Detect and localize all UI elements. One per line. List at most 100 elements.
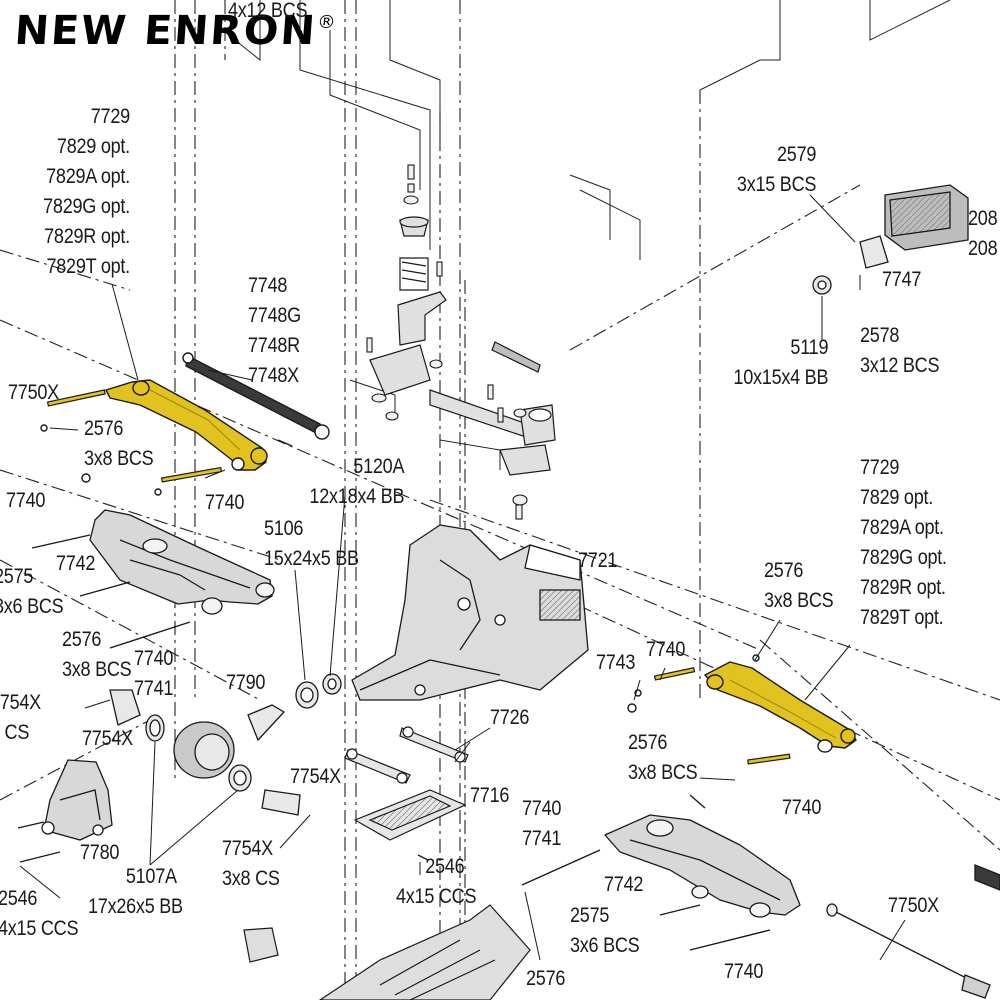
part-number: 7754X: [82, 727, 133, 750]
braces-and-plate: [344, 726, 469, 841]
toe-link-7748: [182, 352, 330, 447]
callout-brace-7726: 7726: [490, 703, 529, 733]
part-number: 5106: [264, 517, 304, 540]
part-option: 7829T opt.: [860, 606, 944, 629]
part-number: 7729: [860, 456, 900, 479]
callout-screw-2579: 2579 3x15 BCS: [737, 140, 817, 200]
part-number: 2576: [84, 417, 124, 440]
callout-screw-2575-right: 2575 3x6 BCS: [570, 901, 640, 961]
part-option: 7829 opt.: [56, 135, 130, 158]
callout-bearing-5107a: 5107A 17x26x5 BB: [88, 862, 183, 922]
part-number: 7754X: [222, 837, 273, 860]
part-spec: 4x15 CCS: [396, 885, 477, 908]
callout-pin-7740-b: 7740: [205, 488, 244, 518]
part-number: 7740: [646, 638, 686, 661]
part-number: 5107A: [125, 865, 177, 888]
part-number: 7742: [604, 873, 644, 896]
callout-screw-2575-left: 2575 3x6 BCS: [0, 562, 64, 622]
callout-axle-7750x-right: 7750X: [888, 891, 939, 921]
part-number: 2576: [526, 967, 566, 990]
part-number: 2575: [570, 904, 610, 927]
part-spec: 3x8 CS: [222, 867, 280, 890]
part-spec: 3x6 BCS: [0, 595, 64, 618]
part-spec: 3x12 BCS: [860, 354, 940, 377]
part-option: 7829G opt.: [43, 195, 130, 218]
callout-screw-2546-mid: 2546 4x15 CCS: [396, 852, 477, 912]
callout-part-7747: 7747: [882, 265, 921, 295]
callout-housing-7780: 7780: [80, 838, 119, 868]
part-number: 2576: [628, 731, 668, 754]
part-option: 7829R opt.: [44, 225, 130, 248]
callout-part-7754x-d: 7754X 3x8 CS: [222, 834, 280, 894]
part-number: 2579: [776, 143, 816, 166]
part-number: 7740: [782, 796, 822, 819]
callout-part-7716: 7716: [470, 781, 509, 811]
steering-assembly: [369, 216, 556, 476]
part-number: 7741: [134, 677, 174, 700]
label-text: 4x12 BCS: [228, 0, 308, 22]
part-number: 7721: [578, 549, 618, 572]
part-number: 208: [968, 237, 998, 260]
callout-link-7748: 7748 7748G 7748R 7748X: [248, 271, 301, 391]
part-spec: 8 CS: [0, 721, 30, 744]
callout-part-7754x-a: 7754X 8 CS: [0, 688, 41, 748]
part-number: 7754X: [0, 691, 41, 714]
small-fasteners: [366, 164, 528, 520]
part-number: 7740: [724, 960, 764, 983]
part-option: 7829 opt.: [860, 486, 934, 509]
axle-7750x-right: [826, 864, 1000, 999]
part-option: 7829R opt.: [860, 576, 946, 599]
part-number: 7750X: [8, 381, 59, 404]
part-number: 2576: [62, 628, 102, 651]
part-number: 7748: [248, 274, 288, 297]
part-variant: 7748G: [248, 304, 301, 327]
gearbox-housing-7780: [41, 759, 113, 841]
part-number: 2578: [860, 324, 900, 347]
driveline-parts: [109, 673, 342, 816]
part-number: 7750X: [888, 894, 939, 917]
part-number: 208: [968, 207, 998, 230]
part-number: 5120A: [353, 455, 404, 478]
part-number: 7754X: [290, 765, 341, 788]
callout-screw-2576-c: 2576 3x8 BCS: [764, 556, 834, 616]
callout-screw-2576-a: 2576 3x8 BCS: [84, 414, 154, 474]
part-number: 2546: [0, 887, 38, 910]
part-number: 2546: [425, 855, 465, 878]
registered-mark: ®: [316, 12, 339, 33]
part-number: 2575: [0, 565, 34, 588]
callout-servo-208: 208 208: [968, 204, 998, 264]
part-number: 7726: [490, 706, 530, 729]
callout-pin-7740-d: 7740: [782, 793, 821, 823]
part-spec: 3x8 BCS: [84, 447, 154, 470]
part-spec: 17x26x5 BB: [88, 895, 183, 918]
callout-screw-2576-b: 2576 3x8 BCS: [62, 625, 132, 685]
callout-part-7754x-b: 7754X: [82, 724, 133, 754]
callout-bearing-5120a: 5120A 12x18x4 BB: [309, 452, 404, 512]
part-number: 7742: [56, 552, 96, 575]
lower-arm-left: [89, 509, 275, 615]
upper-a-arm-right: [704, 661, 857, 753]
part-number: 7740: [522, 797, 562, 820]
callout-pin-7740-a: 7740: [6, 486, 45, 516]
callout-arm-upper-left: 7729 7829 opt. 7829A opt. 7829G opt. 782…: [43, 102, 130, 282]
front-skid-plate: [243, 904, 531, 1000]
part-number: 7740: [6, 489, 46, 512]
part-spec: 4x15 CCS: [0, 917, 79, 940]
callout-screw-2576-e: 2576: [526, 964, 565, 994]
part-spec: 3x8 BCS: [62, 658, 132, 681]
part-option: 7829A opt.: [860, 516, 944, 539]
callout-part-7742-left: 7742: [56, 549, 95, 579]
callout-part-7743: 7743: [596, 648, 635, 678]
part-number: 7740: [205, 491, 245, 514]
part-variant: 7748X: [248, 364, 299, 387]
part-number: 2576: [764, 559, 804, 582]
callout-bearing-5119: 5119 10x15x4 BB: [733, 333, 828, 393]
chassis-7721: [351, 524, 589, 701]
part-number: 7790: [226, 671, 266, 694]
callout-pin-7740-e: 7740: [724, 957, 763, 987]
callout-screw-2546-left: 2546 4x15 CCS: [0, 884, 79, 944]
part-spec: 3x6 BCS: [570, 934, 640, 957]
callout-pin-7740-c: 7740: [646, 635, 685, 665]
part-spec: 10x15x4 BB: [733, 366, 828, 389]
callout-leaders: [19, 194, 906, 961]
